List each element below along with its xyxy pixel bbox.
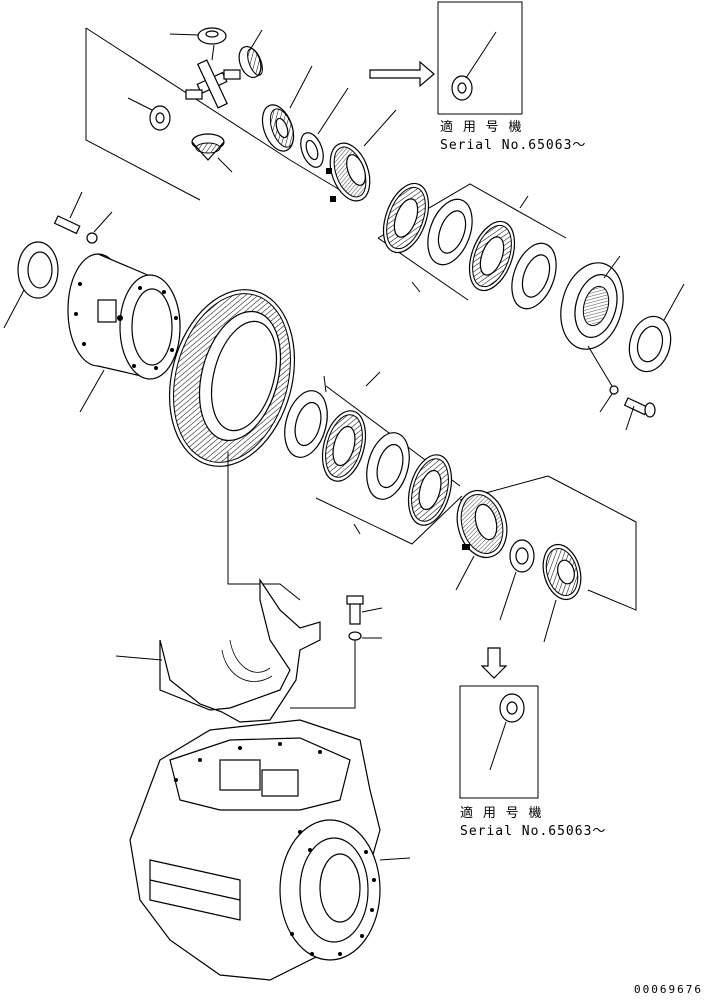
- differential-case: [67, 253, 181, 413]
- drawing-code: 00069676: [634, 983, 703, 996]
- ring-gear-part: [168, 289, 301, 601]
- spider-cross-part: [185, 44, 241, 109]
- friction-disc-1: [382, 182, 430, 254]
- separator-plate-1: [427, 198, 473, 266]
- oil-guard-part: [115, 578, 321, 723]
- separator-plate-4: [366, 432, 410, 500]
- friction-disc-4: [407, 454, 453, 526]
- lock-piston-part: [326, 109, 397, 202]
- bearing-cage-right: [560, 255, 624, 350]
- bolt-washer-middle: [290, 595, 383, 709]
- bolt-washer-right: [587, 345, 656, 431]
- thrust-washer-part: [300, 87, 349, 168]
- pinion-gear-part: [238, 29, 263, 79]
- callout-bottom-serial: Serial No.65063～: [460, 824, 607, 839]
- callout-bottom-title: 適 用 号 機: [460, 806, 543, 821]
- side-gear-part: [261, 65, 313, 152]
- lock-piston-lower: [455, 489, 508, 591]
- separator-plate-2: [511, 242, 557, 310]
- callout-box-bottom: [459, 685, 539, 799]
- arrow-right-icon: [369, 60, 435, 88]
- pinion-washer-part: [169, 27, 227, 45]
- thrust-washer-lower: [499, 539, 535, 621]
- lower-pinion-gear-part: [191, 133, 233, 173]
- callout-top-serial: Serial No.65063～: [440, 138, 587, 153]
- friction-disc-3: [321, 410, 367, 482]
- separator-plate-3: [284, 390, 328, 458]
- callout-top-title: 適 用 号 機: [440, 120, 523, 135]
- bearing-left: [3, 241, 59, 329]
- callout-box-top: [437, 1, 523, 115]
- bolt-washer-left: [53, 191, 113, 244]
- axle-housing-part: [129, 719, 411, 981]
- bearing-right: [628, 283, 685, 373]
- side-gear-lower: [542, 543, 582, 643]
- friction-disc-2: [468, 220, 516, 292]
- arrow-down-icon: [480, 647, 508, 679]
- side-washer-part: [127, 97, 171, 131]
